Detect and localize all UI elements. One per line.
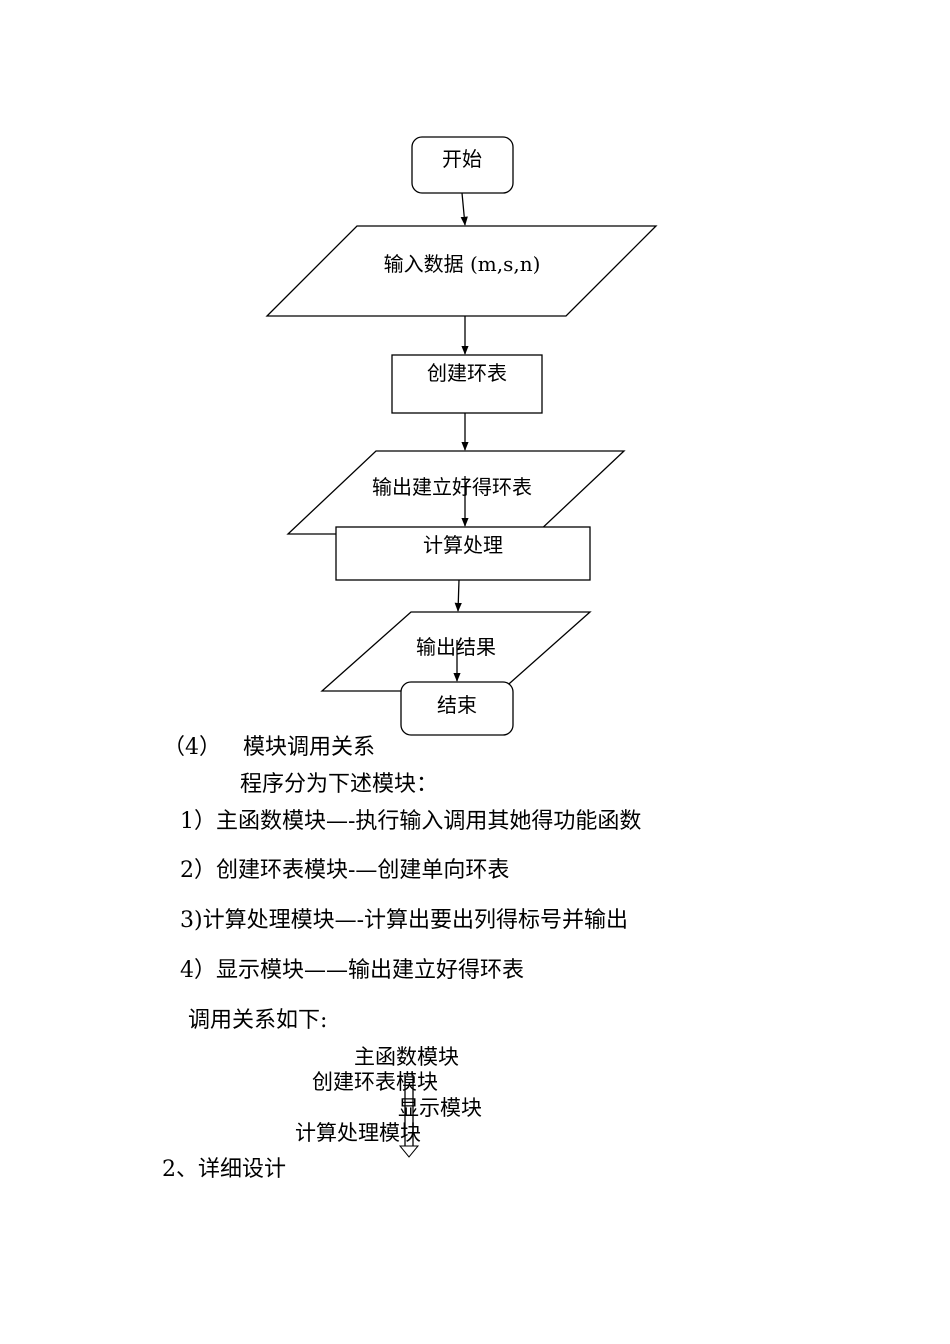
section-number: （4） bbox=[163, 735, 221, 760]
arrow-compute-to-result bbox=[454, 579, 462, 612]
module-intro: 程序分为下述模块： bbox=[240, 772, 439, 797]
module-item-1: 1）主函数模块—-执行输入调用其她得功能函数 bbox=[180, 809, 642, 834]
compute-label: 计算处理 bbox=[423, 533, 503, 557]
call-create-module: 创建环表模块 bbox=[312, 1070, 438, 1094]
input-data-label: 输入数据 (m,s,n) bbox=[384, 252, 541, 276]
end-terminal bbox=[400, 681, 514, 736]
call-main-module: 主函数模块 bbox=[354, 1045, 459, 1069]
output-table-label: 输出建立好得环表 bbox=[372, 475, 532, 499]
compute-process bbox=[335, 526, 591, 581]
start-label: 开始 bbox=[442, 147, 482, 171]
module-item-2: 2）创建环表模块-—创建单向环表 bbox=[180, 858, 510, 883]
call-relation-intro: 调用关系如下: bbox=[188, 1008, 328, 1033]
create-table-process bbox=[391, 354, 543, 414]
input-data-parallelogram bbox=[265, 225, 658, 317]
call-display-module: 显示模块 bbox=[398, 1096, 482, 1120]
output-result-label: 输出结果 bbox=[416, 635, 496, 659]
arrow-start-to-input bbox=[460, 192, 468, 226]
section-title: 模块调用关系 bbox=[243, 735, 376, 760]
create-table-label: 创建环表 bbox=[427, 361, 507, 385]
call-diagram-connector bbox=[398, 1075, 420, 1158]
module-item-4: 4）显示模块——输出建立好得环表 bbox=[180, 958, 524, 983]
call-compute-module: 计算处理模块 bbox=[295, 1121, 421, 1145]
module-item-3: 3)计算处理模块—-计算出要出列得标号并输出 bbox=[180, 908, 629, 933]
section-2-heading: 2、详细设计 bbox=[162, 1157, 286, 1182]
end-label: 结束 bbox=[437, 693, 477, 717]
